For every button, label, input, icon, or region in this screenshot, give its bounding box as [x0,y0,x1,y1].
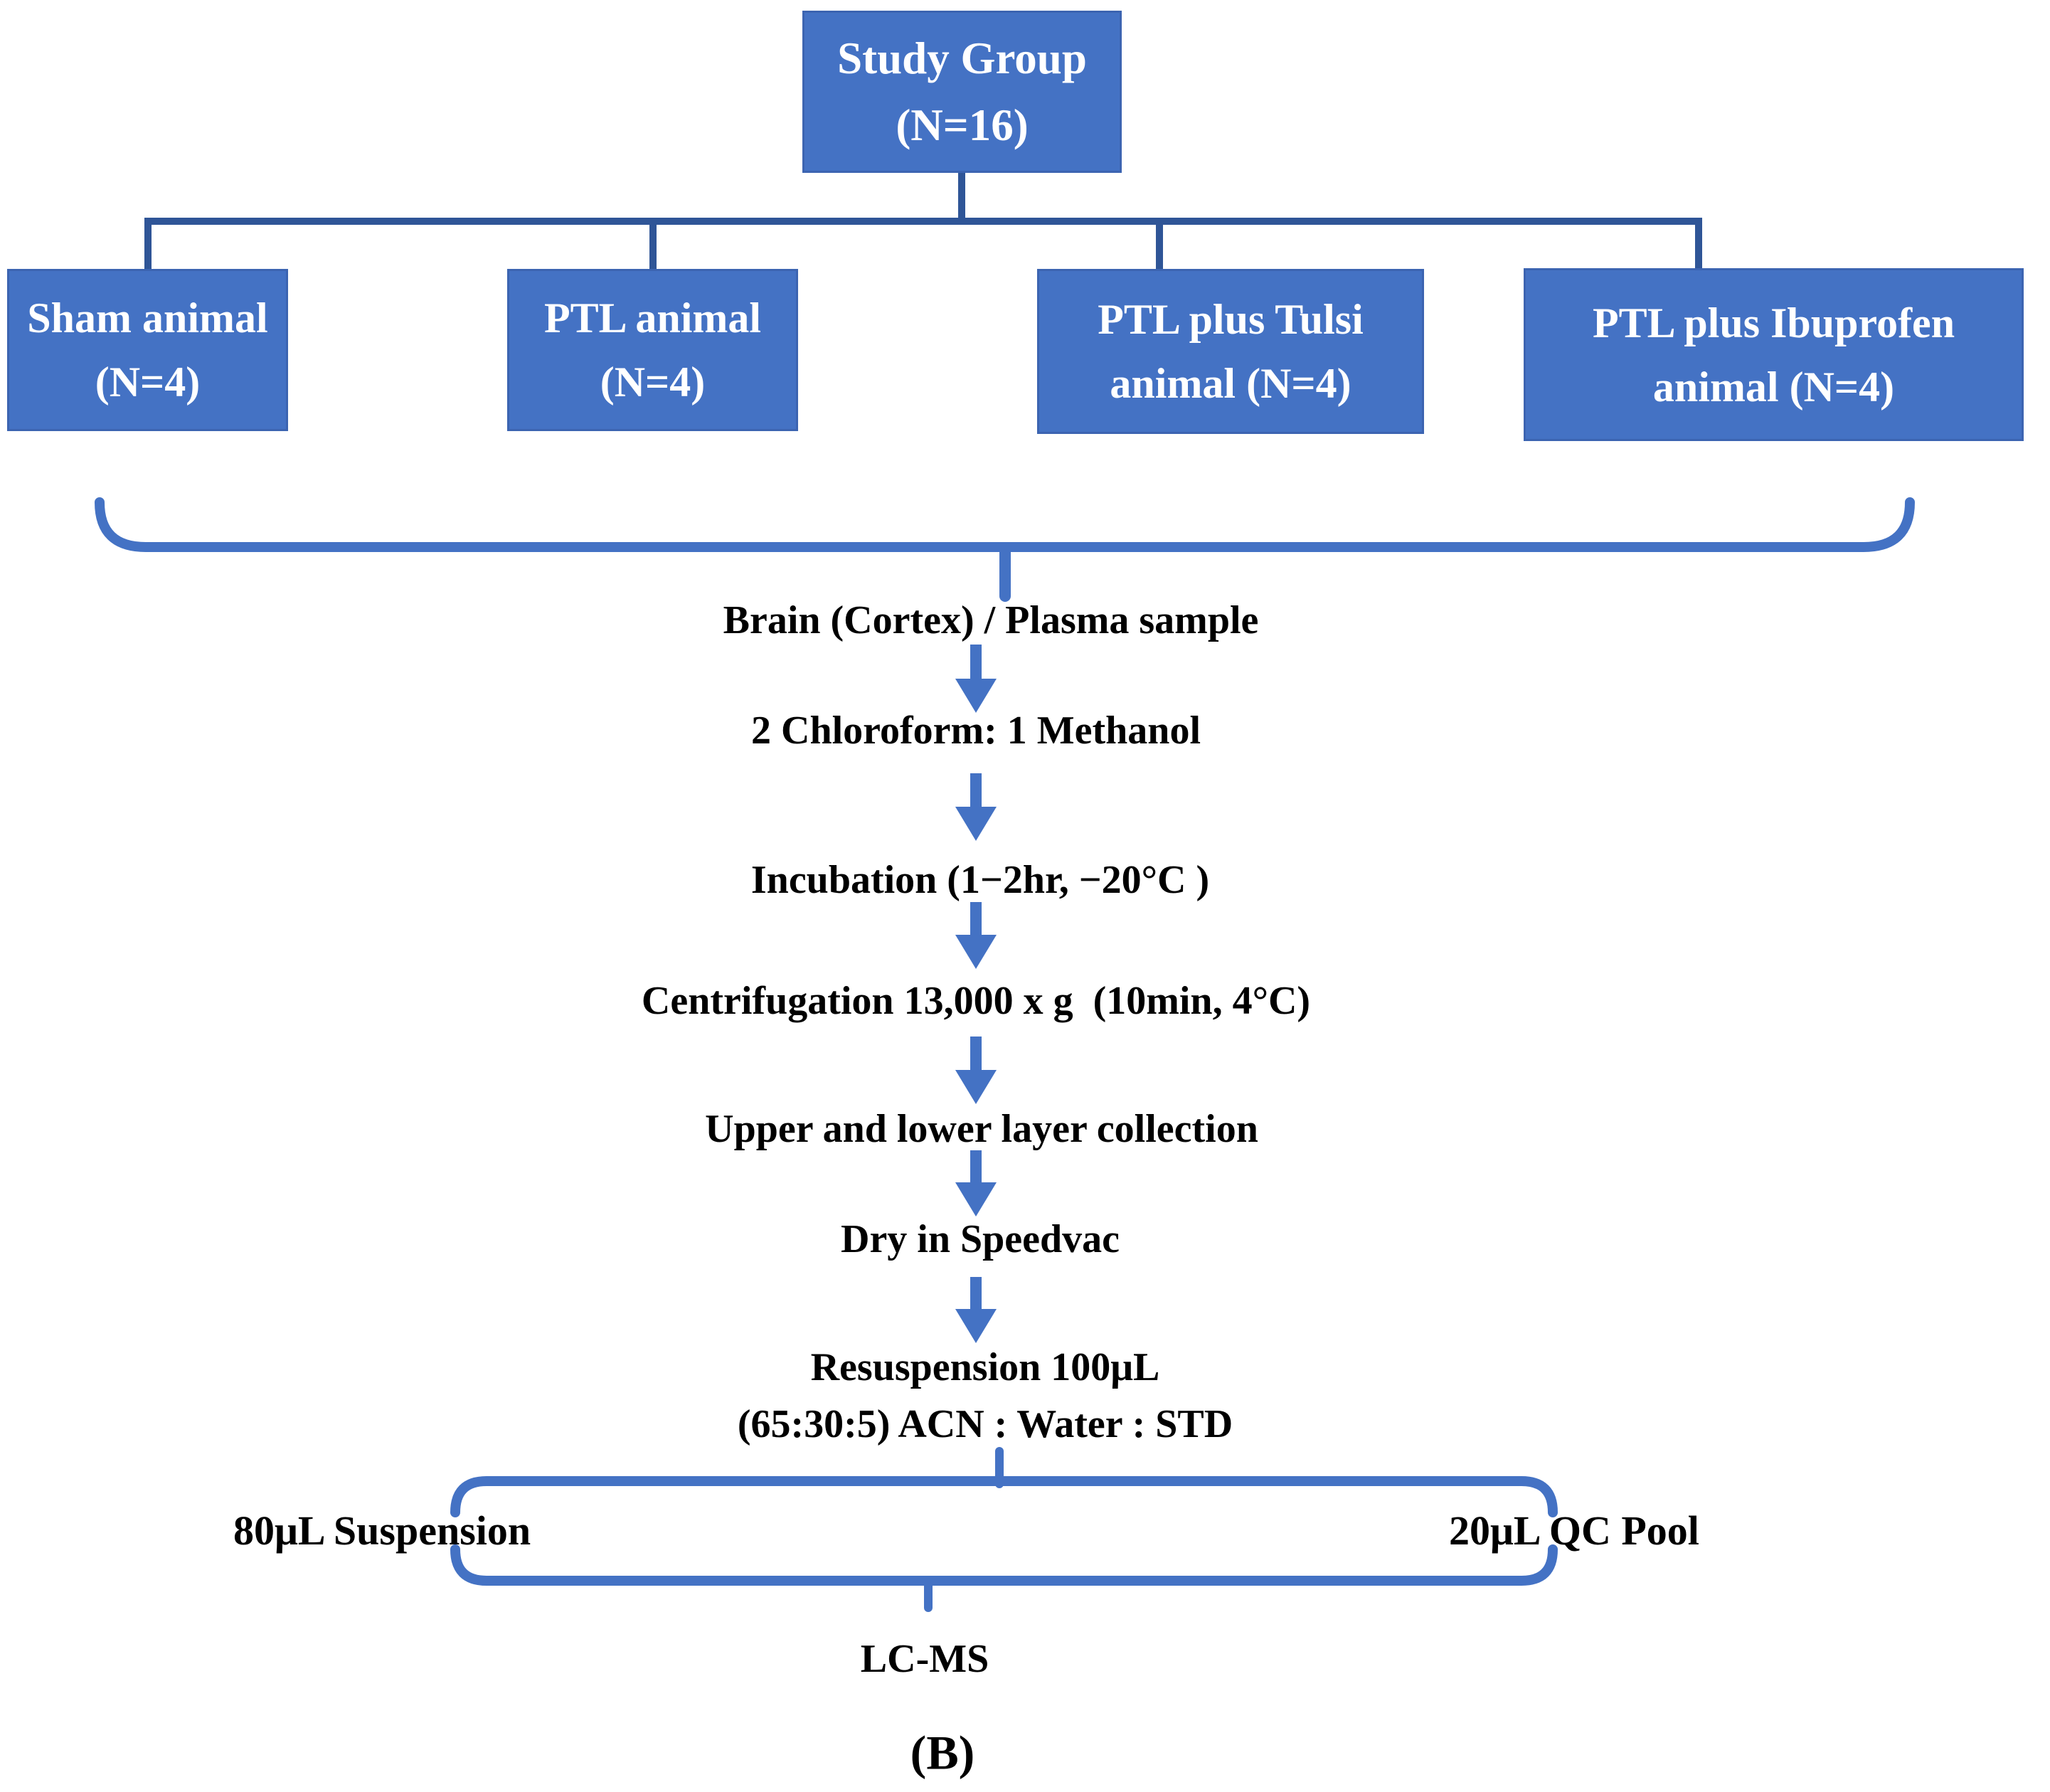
step-centrifugation: Centrifugation 13,000 x g (10min, 4°C) [641,979,1311,1023]
figure-panel-label: (B) [910,1725,975,1780]
step-brain-plasma-sample: Brain (Cortex) / Plasma sample [723,598,1259,642]
group-box-ptl-tulsi-line1: PTL plus Tulsi [1098,296,1364,343]
group-box-sham-line2: (N=4) [95,359,201,405]
flow-arrow-6 [955,1277,997,1343]
group-box-sham-line1: Sham animal [27,295,268,341]
group-box-ptl-line1: PTL animal [543,295,762,341]
group-box-ptl-ibuprofen: PTL plus Ibuprofen animal (N=4) [1524,268,2024,441]
flow-arrow-3 [955,902,997,969]
tree-connectors [144,171,1702,270]
step-layer-collection: Upper and lower layer collection [705,1107,1258,1151]
flow-arrow-5 [955,1150,997,1216]
group-box-ptl-line2: (N=4) [600,359,706,405]
flow-arrow-1 [955,645,997,713]
step-incubation: Incubation (1−2hr, −20°C ) [750,858,1210,902]
flow-arrow-2 [955,773,997,841]
group-box-sham: Sham animal (N=4) [7,269,288,431]
step-lc-ms: LC-MS [860,1637,989,1681]
study-group-n: (N=16) [896,100,1029,150]
group-box-ptl-ibuprofen-line1: PTL plus Ibuprofen [1592,299,1955,346]
study-group-title: Study Group [837,33,1087,83]
underbrace [95,497,1915,602]
flow-arrow-4 [955,1037,997,1104]
step-resuspension-line2: (65:30:5) ACN : Water : STD [737,1402,1233,1446]
split-label-qc-pool: 20μL QC Pool [1449,1507,1699,1554]
study-group-box: Study Group (N=16) [802,11,1122,173]
flow-arrows [955,645,997,1343]
group-box-ptl-ibuprofen-line2: animal (N=4) [1652,363,1895,410]
step-dry-speedvac: Dry in Speedvac [841,1217,1120,1261]
group-box-ptl: PTL animal (N=4) [507,269,798,431]
split-brackets [450,1447,1558,1612]
group-box-ptl-tulsi-line2: animal (N=4) [1110,360,1351,407]
underbrace-curve [95,497,1915,552]
split-label-suspension: 80μL Suspension [233,1507,531,1554]
step-resuspension-line1: Resuspension 100μL [810,1345,1160,1389]
step-chloroform-methanol: 2 Chloroform: 1 Methanol [751,709,1201,753]
split-bracket-bottom [450,1544,1558,1586]
group-box-ptl-tulsi: PTL plus Tulsi animal (N=4) [1037,269,1424,434]
split-bracket-top [450,1476,1558,1517]
